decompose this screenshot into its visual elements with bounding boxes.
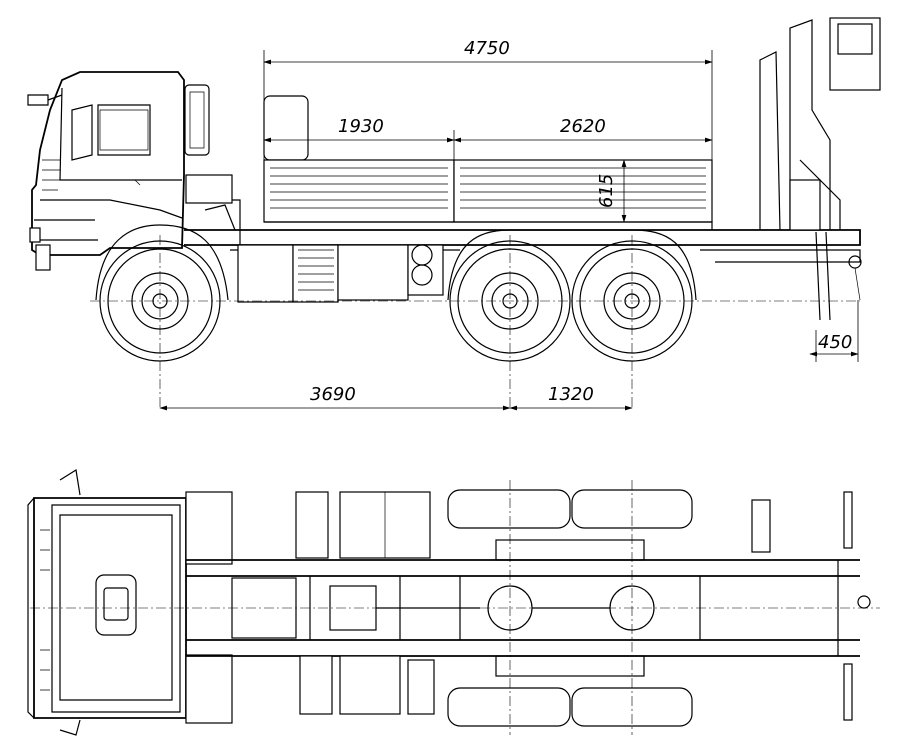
cab-top [27, 469, 233, 736]
cab-side [27, 71, 210, 271]
tanks-top [295, 491, 435, 715]
dim-rear-overhang: 450 [818, 332, 852, 353]
crane-top [751, 491, 871, 721]
side-view [27, 17, 881, 410]
chassis-units-side [185, 174, 444, 303]
dim-body-front: 1930 [338, 116, 384, 137]
dim-side-height: 615 [596, 174, 617, 208]
cargo-body-side [263, 95, 713, 230]
dim-body-rear: 2620 [560, 116, 606, 137]
top-view [27, 469, 880, 736]
dim-wheelbase-front: 3690 [310, 384, 356, 405]
rear-tyres-top [447, 489, 693, 727]
dimensions: 4750 1930 2620 615 3690 1320 450 [159, 38, 859, 411]
crane-side [759, 17, 881, 321]
rear-wheels-side [447, 229, 697, 362]
dim-overall-body: 4750 [464, 38, 510, 59]
dim-wheelbase-rear: 1320 [548, 384, 594, 405]
